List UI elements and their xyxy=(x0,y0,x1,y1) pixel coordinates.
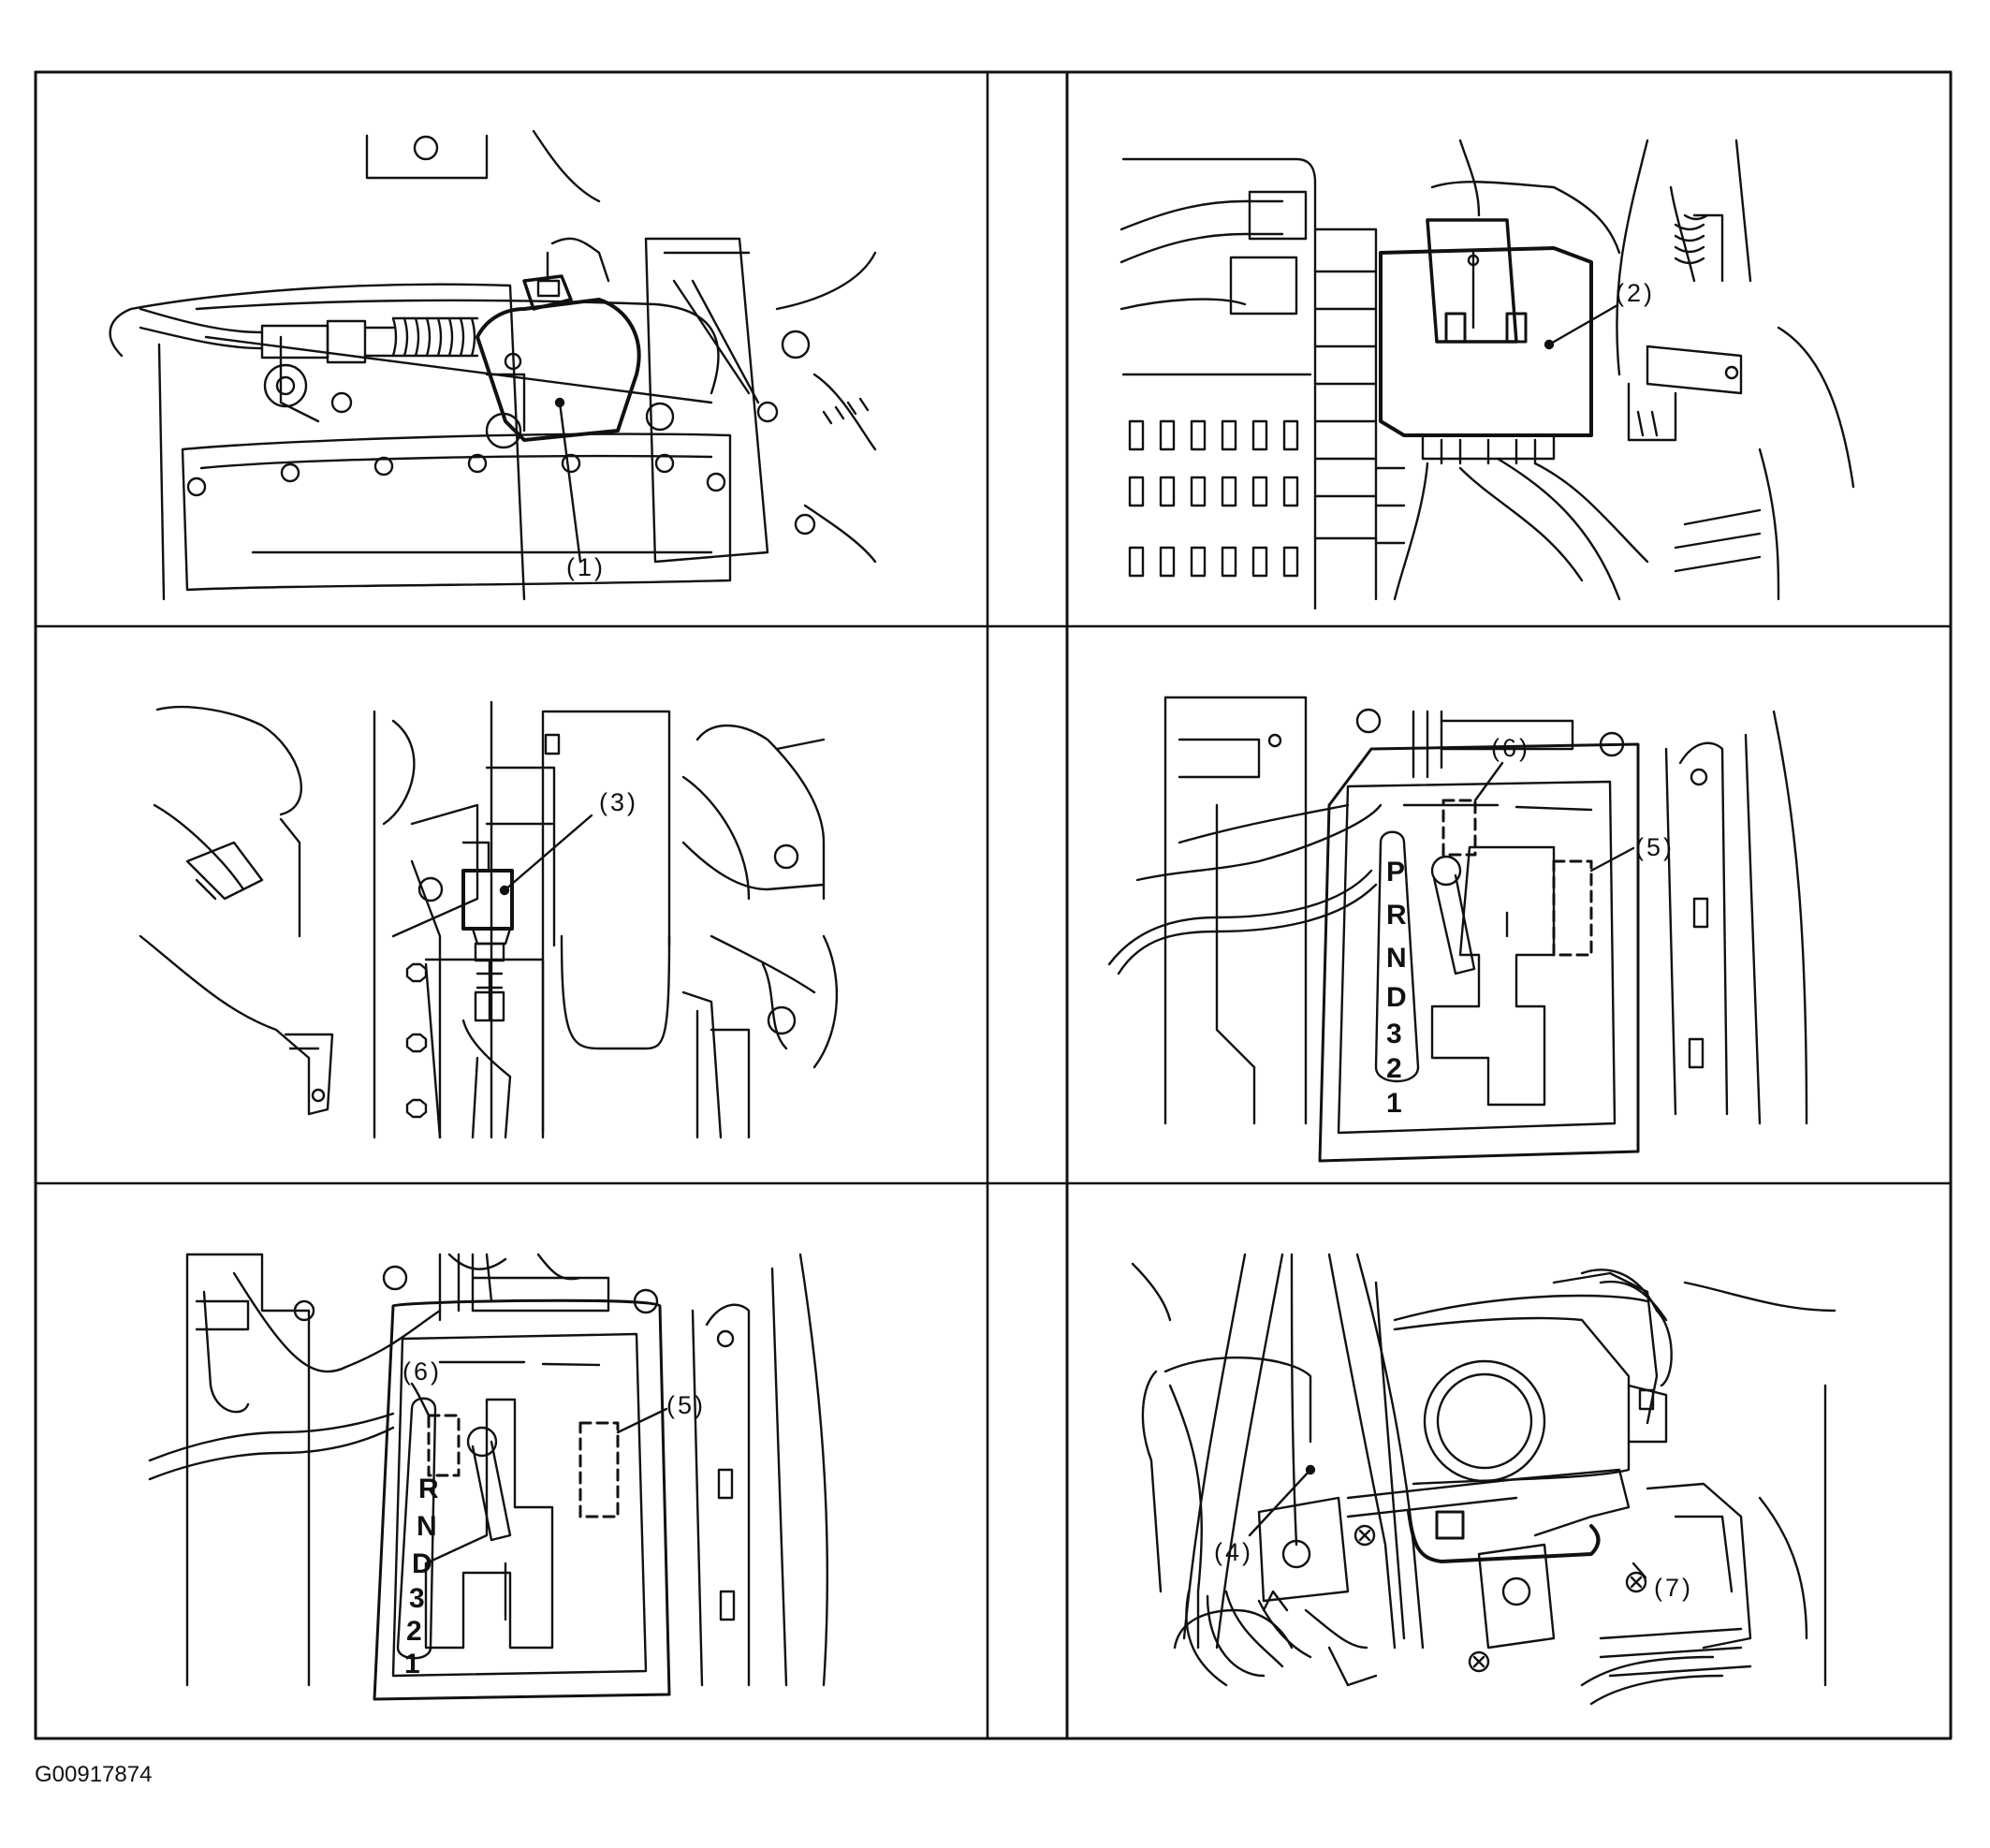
gate-letter-r: R xyxy=(1386,900,1407,931)
callout-1-label: (1) xyxy=(566,553,606,581)
gate-letter-1: 1 xyxy=(404,1649,420,1679)
panel-3-column-switch xyxy=(139,700,839,1139)
callout-3-label: (3) xyxy=(599,788,638,816)
gate-letter-3: 3 xyxy=(1386,1019,1402,1049)
gate-letter-d: D xyxy=(412,1548,432,1579)
gate-letter-n: N xyxy=(1386,943,1407,974)
gate-letter-r: R xyxy=(418,1474,439,1504)
fuse-rows xyxy=(1128,419,1299,578)
callout-6-label: (6) xyxy=(1491,734,1530,762)
gate-letter-1: 1 xyxy=(1386,1088,1402,1119)
callout-6-label: (6) xyxy=(402,1357,442,1386)
panel-5-shift-gate xyxy=(148,1253,829,1701)
gate-letter-n: N xyxy=(417,1511,437,1542)
callout-2-label: (2) xyxy=(1616,279,1655,307)
callout-7-label: (7) xyxy=(1654,1574,1693,1602)
callout-4-label: (4) xyxy=(1214,1538,1253,1566)
panel-2-control-module xyxy=(1119,139,1855,610)
callout-5-label: (5) xyxy=(1635,833,1675,861)
gate-letter-2: 2 xyxy=(406,1616,422,1647)
gate-letter-d: D xyxy=(1386,982,1407,1013)
gate-letter-3: 3 xyxy=(409,1583,425,1614)
figure-id: G00917874 xyxy=(35,1762,153,1787)
panel-1-transmission xyxy=(109,129,877,601)
panel-6-harness xyxy=(1131,1253,1836,1706)
gate-letter-p: P xyxy=(1386,857,1405,887)
panel-4-shift-gate xyxy=(1107,696,1808,1163)
panel-grid xyxy=(34,70,1953,1740)
callout-5-label: (5) xyxy=(666,1391,706,1419)
gate-letter-2: 2 xyxy=(1386,1053,1402,1084)
